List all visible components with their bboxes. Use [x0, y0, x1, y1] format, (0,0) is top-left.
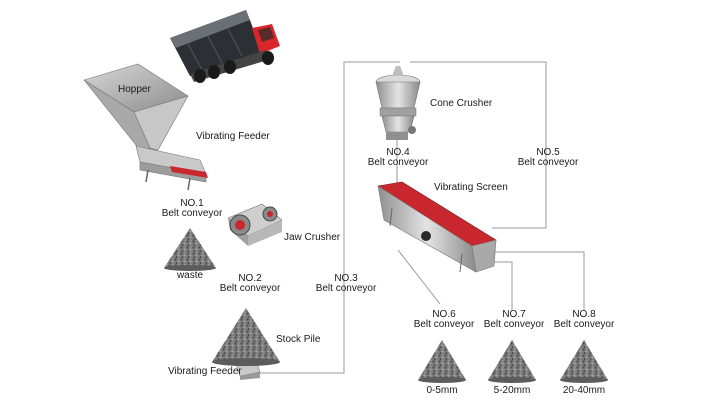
conveyor-4-name: Belt conveyor	[367, 157, 429, 168]
pile-20-40mm-label: 20-40mm	[562, 385, 606, 396]
conveyor-3-number: NO.3	[334, 273, 358, 284]
jaw-crusher-label: Jaw Crusher	[284, 232, 341, 243]
pile-5-20mm-label: 5-20mm	[493, 385, 531, 396]
conveyor-1-number: NO.1	[180, 198, 204, 209]
vibrating-feeder-top-label: Vibrating Feeder	[196, 131, 270, 142]
jaw-crusher-machine	[227, 203, 283, 246]
pile-0-5mm-label: 0-5mm	[426, 385, 458, 396]
vibrating-feeder-top-machine	[135, 145, 208, 191]
cone-crusher-machine	[375, 66, 421, 140]
conveyor-8-line	[482, 251, 585, 310]
flow-lines	[258, 61, 585, 374]
conveyor-5-name: Belt conveyor	[517, 157, 579, 168]
dump-truck	[170, 10, 280, 83]
conveyor-3-name: Belt conveyor	[315, 283, 377, 294]
conveyor-6-name: Belt conveyor	[413, 319, 475, 330]
conveyor-1-name: Belt conveyor	[161, 208, 223, 219]
conveyor-2-name: Belt conveyor	[219, 283, 281, 294]
stock-pile	[212, 308, 280, 366]
conveyor-8-number: NO.8	[572, 309, 596, 320]
stock-pile-label: Stock Pile	[276, 334, 321, 345]
conveyor-7-name: Belt conveyor	[483, 319, 545, 330]
waste-label: waste	[176, 270, 204, 281]
pile-20-40mm	[560, 340, 608, 383]
vibrating-feeder-bottom-label: Vibrating Feeder	[168, 366, 242, 377]
vibrating-screen-machine	[377, 181, 497, 273]
conveyor-8-name: Belt conveyor	[553, 319, 615, 330]
conveyor-4-number: NO.4	[386, 147, 410, 158]
conveyor-5-line	[410, 61, 547, 229]
hopper-machine	[83, 63, 189, 156]
waste-pile	[164, 228, 216, 271]
conveyor-6-line	[397, 249, 441, 305]
conveyor-6-number: NO.6	[432, 309, 456, 320]
vibrating-screen-label: Vibrating Screen	[434, 182, 508, 193]
cone-crusher-label: Cone Crusher	[430, 98, 493, 109]
pile-0-5mm	[418, 340, 466, 383]
pile-5-20mm	[488, 340, 536, 383]
conveyor-3-line	[258, 61, 400, 374]
conveyor-5-number: NO.5	[536, 147, 560, 158]
conveyor-2-number: NO.2	[238, 273, 262, 284]
hopper-label: Hopper	[118, 84, 151, 95]
conveyor-7-number: NO.7	[502, 309, 526, 320]
